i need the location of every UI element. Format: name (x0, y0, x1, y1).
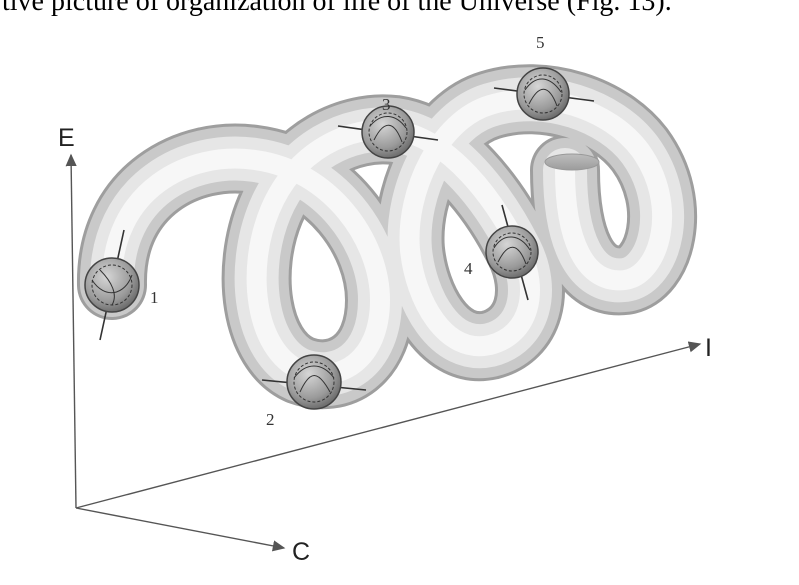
axis-label-e: E (58, 124, 75, 152)
tube-end-cap (545, 154, 599, 170)
position-label-1: 1 (150, 288, 159, 307)
c-axis (76, 508, 284, 548)
position-label-3: 3 (382, 95, 391, 114)
position-label-2: 2 (266, 410, 275, 429)
axis-label-c: C (292, 538, 310, 566)
position-label-4: 4 (464, 259, 473, 278)
position-label-5: 5 (536, 33, 545, 52)
e-axis (71, 155, 76, 508)
axis-label-i: I (705, 334, 712, 362)
